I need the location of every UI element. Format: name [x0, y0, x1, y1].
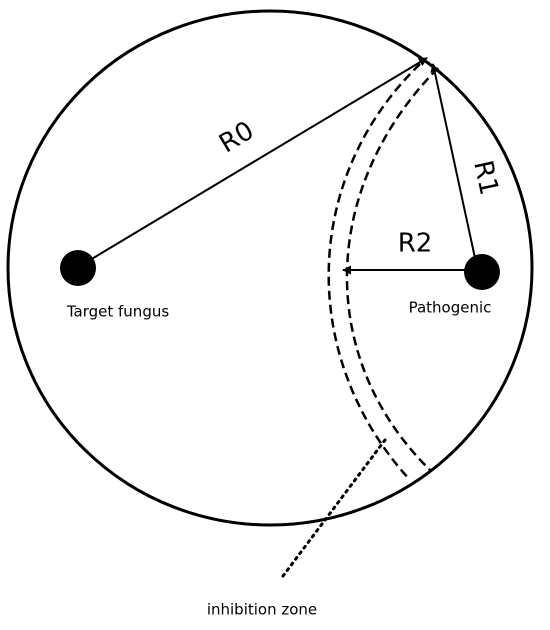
pathogenic-label: Pathogenic [409, 299, 492, 317]
r2-label: R2 [398, 229, 433, 259]
petri-dish-outline [6, 9, 534, 527]
pathogenic-dot [464, 254, 500, 290]
inhibition-zone-pointer [278, 438, 387, 582]
r1-label: R1 [467, 158, 504, 198]
target-fungus-label: Target fungus [66, 303, 169, 321]
r0-arrow [79, 57, 428, 267]
r1-arrow [430, 63, 476, 259]
inhibition-zone-label: inhibition zone [207, 601, 317, 619]
target-fungus-dot [60, 250, 96, 286]
r0-label: R0 [214, 116, 259, 160]
inhibition-zone-inner-boundary [327, 63, 421, 481]
